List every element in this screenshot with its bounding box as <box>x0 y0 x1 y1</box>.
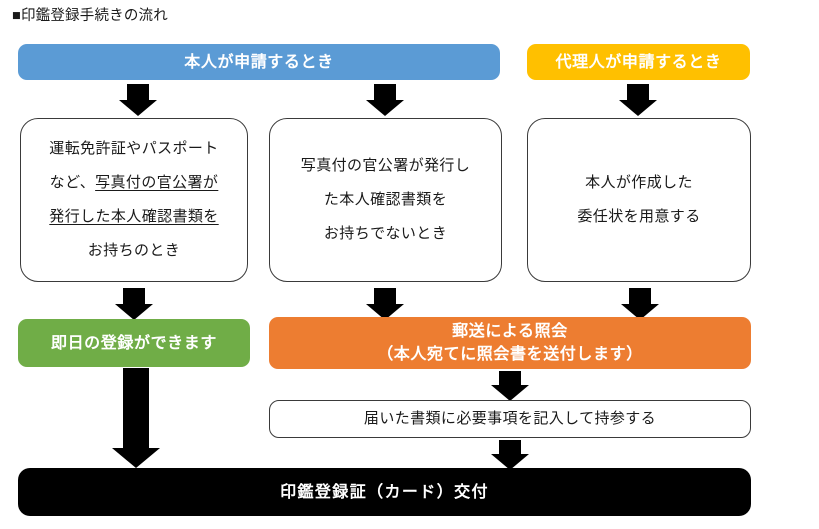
condition-with-photo-id-line1: 運転免許証やパスポート <box>49 140 219 157</box>
outcome-mail-inquiry-line1: 郵送による照会 <box>452 323 568 340</box>
outcome-same-day-registration: 即日の登録ができます <box>18 319 250 367</box>
condition-box-without-photo-id: 写真付の官公署が発行し た本人確認書類を お持ちでないとき <box>269 118 502 282</box>
outcome-same-day-registration-label: 即日の登録ができます <box>50 334 217 352</box>
header-proxy-application-label: 代理人が申請するとき <box>555 53 722 71</box>
condition-with-photo-id-line2-underlined: 写真付の官公署が <box>95 174 219 191</box>
arrow-proxy-to-letter-icon <box>612 84 664 116</box>
arrow-mail-to-bring-icon <box>484 371 536 401</box>
arrow-same-day-to-final-icon <box>108 368 164 468</box>
header-self-application-label: 本人が申請するとき <box>184 53 334 71</box>
final-issue-registration-card-label: 印鑑登録証（カード）交付 <box>280 483 489 501</box>
arrow-photo-id-to-same-day-icon <box>108 288 160 320</box>
condition-without-photo-id-line2: た本人確認書類を <box>323 191 448 208</box>
condition-with-photo-id-line2: など、写真付の官公署が <box>50 166 219 200</box>
condition-with-photo-id-line4: お持ちのとき <box>87 242 181 259</box>
condition-with-photo-id-line3: 発行した本人確認書類を <box>49 208 219 225</box>
arrow-self-to-no-photo-id-icon <box>359 84 411 116</box>
condition-proxy-letter-line2: 委任状を用意する <box>577 208 701 225</box>
condition-without-photo-id-line1: 写真付の官公署が発行し <box>300 157 471 174</box>
arrow-no-photo-id-to-mail-icon <box>359 288 411 320</box>
condition-without-photo-id-line3: お持ちでないとき <box>323 225 448 242</box>
condition-with-photo-id-line2-plain: など、 <box>49 174 96 191</box>
arrow-letter-to-mail-icon <box>614 288 666 320</box>
step-bring-documents: 届いた書類に必要事項を記入して持参する <box>269 400 751 438</box>
arrow-self-to-photo-id-icon <box>112 84 164 116</box>
outcome-mail-inquiry-line2: （本人宛てに照会書を送付します） <box>377 346 643 363</box>
outcome-mail-inquiry: 郵送による照会 （本人宛てに照会書を送付します） <box>269 317 751 369</box>
header-self-application: 本人が申請するとき <box>18 44 500 80</box>
step-bring-documents-label: 届いた書類に必要事項を記入して持参する <box>363 410 657 427</box>
arrow-bring-to-final-icon <box>484 440 536 470</box>
condition-box-with-photo-id: 運転免許証やパスポート など、写真付の官公署が 発行した本人確認書類を お持ちの… <box>20 118 248 282</box>
page-title: ■印鑑登録手続きの流れ <box>12 8 168 24</box>
final-issue-registration-card: 印鑑登録証（カード）交付 <box>18 468 751 516</box>
header-proxy-application: 代理人が申請するとき <box>527 44 750 80</box>
condition-proxy-letter-line1: 本人が作成した <box>585 174 693 191</box>
condition-box-proxy-letter: 本人が作成した 委任状を用意する <box>527 118 751 282</box>
